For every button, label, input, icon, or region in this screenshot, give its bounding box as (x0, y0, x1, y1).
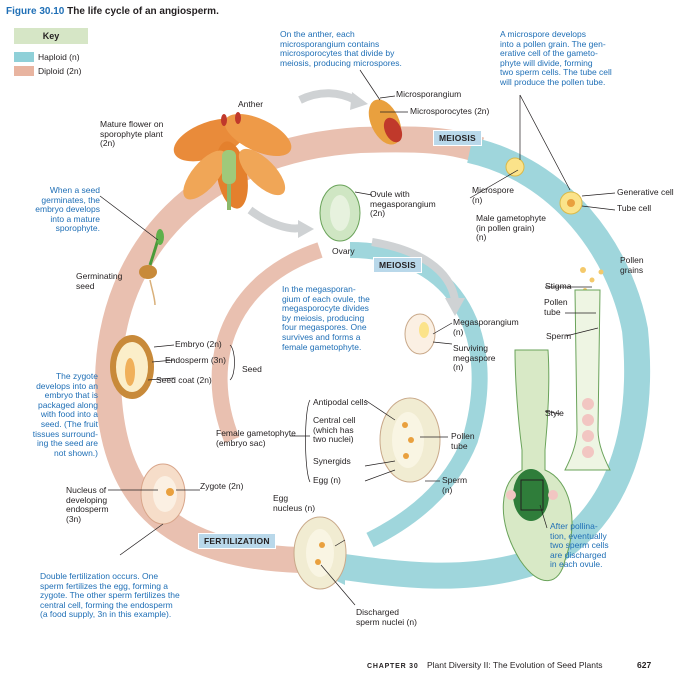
step-4-text: After pollina- tion, eventually two sper… (550, 521, 609, 570)
zygote-ovule-illustration (140, 463, 186, 525)
flower-illustration (173, 112, 292, 210)
inner-cycle-haploid (349, 242, 488, 548)
style-label: Style (545, 408, 564, 418)
seed-coat-label: Seed coat (2n) (156, 375, 212, 385)
megasporangium-illustration (404, 313, 436, 355)
megasporangium-label: Megasporangium (n) (453, 317, 519, 337)
key-heading: Key (14, 28, 88, 44)
haploid-swatch (14, 52, 34, 62)
stigma-label: Stigma (545, 281, 572, 291)
pollen-tube-mid-label: Pollen tube (451, 431, 475, 451)
germinating-seed-illustration (139, 229, 164, 306)
ovary-label: Ovary (332, 246, 355, 256)
key-diploid-row: Diploid (2n) (14, 66, 81, 76)
figure-number: Figure 30.10 (6, 6, 65, 17)
tube-cell-label: Tube cell (617, 203, 652, 213)
meiosis-top-label: MEIOSIS (433, 130, 482, 146)
zygote-label: Zygote (2n) (200, 481, 244, 491)
microsporangium-label: Microsporangium (396, 89, 462, 99)
ovule-to-megasporangium-arrow (371, 238, 459, 301)
leader-lines (99, 69, 616, 606)
seed-illustration (110, 335, 154, 399)
synergids-label: Synergids (313, 456, 351, 466)
footer-title: Plant Diversity II: The Evolution of See… (426, 660, 603, 670)
step-6-text: The zygote develops into an embryo that … (32, 371, 98, 458)
fertilization-ovule-illustration (293, 516, 347, 590)
stigma-style-illustration (564, 289, 611, 471)
diploid-label: Diploid (2n) (38, 66, 82, 76)
microsporangium-illustration (368, 99, 403, 145)
step-3-text: In the megasporan- gium of each ovule, t… (282, 284, 370, 352)
embryo-label: Embryo (2n) (175, 339, 222, 349)
step-1-text: On the anther, each microsporangium cont… (280, 29, 402, 68)
discharged-sperm-label: Discharged sperm nuclei (n) (356, 607, 417, 627)
page-footer: CHAPTER 30 Plant Diversity II: The Evolu… (367, 660, 651, 670)
generative-cell-dot (567, 199, 575, 207)
anther-to-microsporangium-arrow (298, 89, 357, 104)
ovule-with-label: Ovule with megasporangium (2n) (370, 189, 436, 219)
footer-page-number: 627 (637, 660, 652, 670)
key-haploid-row: Haploid (n) (14, 52, 80, 62)
inner-cycle-diploid (211, 242, 323, 443)
footer-chapter: CHAPTER 30 (367, 663, 419, 670)
microspore-label: Microspore (n) (472, 185, 515, 205)
ovule-illustration (319, 184, 361, 242)
step-7-text: When a seed germinates, the embryo devel… (35, 185, 100, 234)
egg-label: Egg (n) (313, 475, 341, 485)
antipodal-cells-label: Antipodal cells (313, 397, 368, 407)
meiosis-mid-label: MEIOSIS (373, 257, 422, 273)
surviving-megaspore-label: Surviving megaspore (n) (453, 343, 496, 373)
central-cell-label: Central cell (which has two nuclei) (313, 415, 356, 445)
step-2-text: A microspore develops into a pollen grai… (500, 29, 612, 87)
female-gametophyte-brace (305, 399, 311, 483)
ovule-arrowhead (445, 298, 465, 316)
figure-title: Figure 30.10 The life cycle of an angios… (6, 6, 219, 17)
pollen-grain-dots (580, 267, 604, 292)
seed-brace (229, 344, 235, 381)
female-gametophyte-label: Female gametophyte (embryo sac) (216, 428, 296, 448)
haploid-cycle-arrow (328, 137, 651, 589)
microspore-cell (505, 157, 525, 177)
embryo-sac-illustration (379, 397, 441, 483)
flower-to-ovary-arrow (247, 206, 301, 233)
flower-to-ovary-arrowhead (298, 220, 314, 238)
male-gametophyte-label: Male gametophyte (in pollen grain) (n) (476, 213, 546, 243)
diploid-swatch (14, 66, 34, 76)
generative-cell-label: Generative cell (617, 187, 674, 197)
microsporocytes-label: Microsporocytes (2n) (410, 106, 490, 116)
haploid-label: Haploid (n) (38, 52, 80, 62)
figure-caption: The life cycle of an angiosperm. (67, 6, 219, 17)
nucleus-endosperm-label: Nucleus of developing endosperm (3n) (66, 485, 109, 524)
mature-flower-label: Mature flower on sporophyte plant (2n) (100, 119, 164, 149)
pollen-tube-top-label: Pollen tube (544, 297, 568, 317)
anther-label: Anther (238, 99, 264, 109)
pistil-illustration (502, 349, 573, 582)
fertilization-label: FERTILIZATION (198, 533, 276, 549)
pollen-grains-label: Pollen grains (620, 255, 644, 275)
germinating-seed-label: Germinating seed (76, 271, 123, 291)
egg-nucleus-label: Egg nucleus (n) (273, 493, 316, 513)
seed-label: Seed (242, 364, 262, 374)
sperm-top-label: Sperm (546, 331, 572, 341)
anther-arrowhead (350, 92, 368, 110)
sperm-mid-label: Sperm (n) (442, 475, 468, 495)
step-5-text: Double fertilization occurs. One sperm f… (40, 571, 180, 620)
endosperm-label: Endosperm (3n) (165, 355, 226, 365)
